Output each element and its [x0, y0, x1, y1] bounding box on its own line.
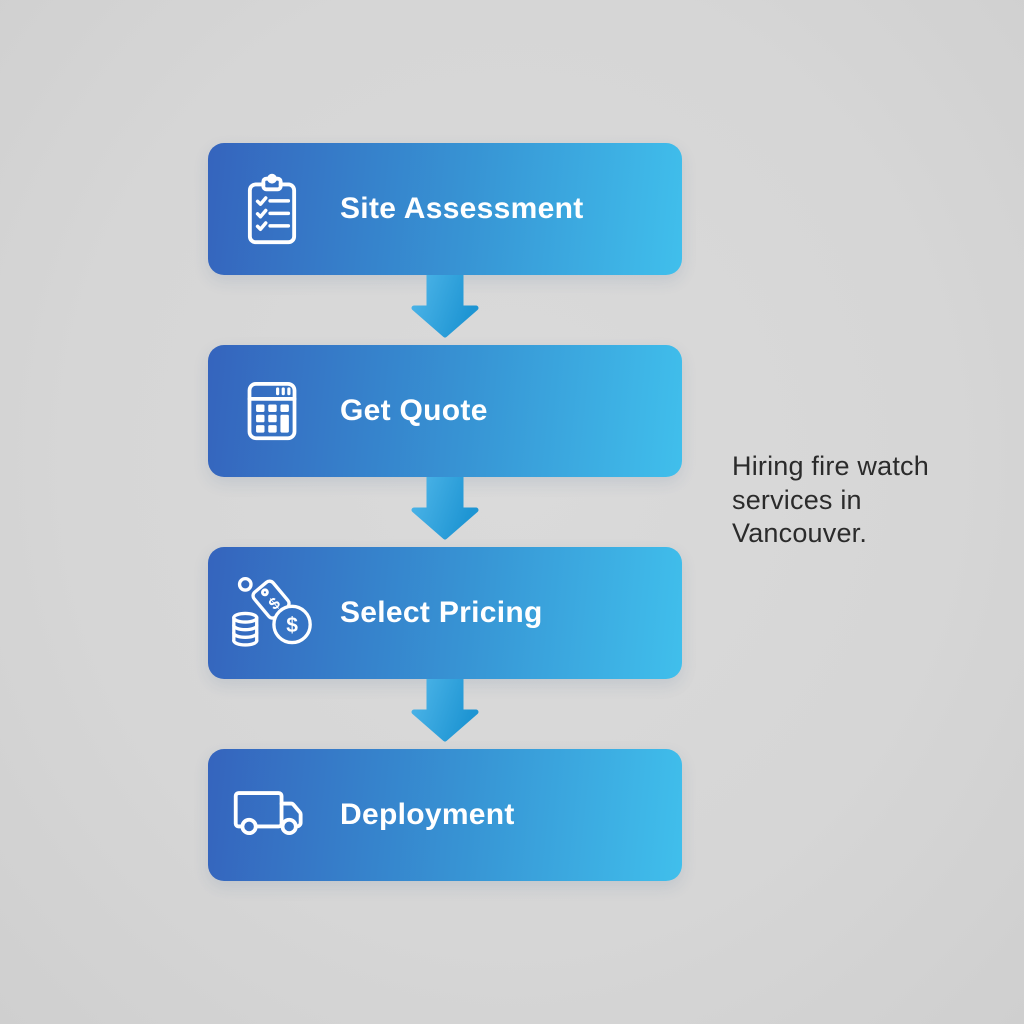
- step-icon-wrap: [230, 784, 314, 846]
- clipboard-checklist-icon: [247, 173, 297, 244]
- down-arrow-icon: [411, 477, 479, 540]
- step-select-pricing: $ $ Select Pricing: [208, 547, 682, 679]
- step-icon-wrap: $ $: [230, 573, 314, 653]
- caption-line: Hiring fire watch: [732, 451, 929, 481]
- price-tag-coins-icon: $ $: [232, 576, 312, 647]
- step-label: Select Pricing: [340, 596, 543, 629]
- calculator-icon: [247, 381, 297, 441]
- caption-text: Hiring fire watch services in Vancouver.: [732, 450, 929, 551]
- step-get-quote: Get Quote: [208, 345, 682, 477]
- down-arrow-icon: [411, 275, 479, 338]
- step-icon-wrap: [230, 171, 314, 248]
- caption-line: services in: [732, 484, 862, 515]
- down-arrow-icon: [411, 679, 479, 742]
- step-icon-wrap: [230, 379, 314, 443]
- svg-text:$: $: [286, 614, 298, 637]
- step-label: Get Quote: [340, 394, 488, 427]
- step-deployment: Deployment: [208, 749, 682, 881]
- caption-line: Vancouver.: [732, 518, 868, 548]
- step-label: Site Assessment: [340, 192, 584, 225]
- step-site-assessment: Site Assessment: [208, 143, 682, 275]
- step-label: Deployment: [340, 798, 515, 831]
- process-flow: Site Assessment: [208, 143, 682, 881]
- truck-icon: [233, 791, 303, 836]
